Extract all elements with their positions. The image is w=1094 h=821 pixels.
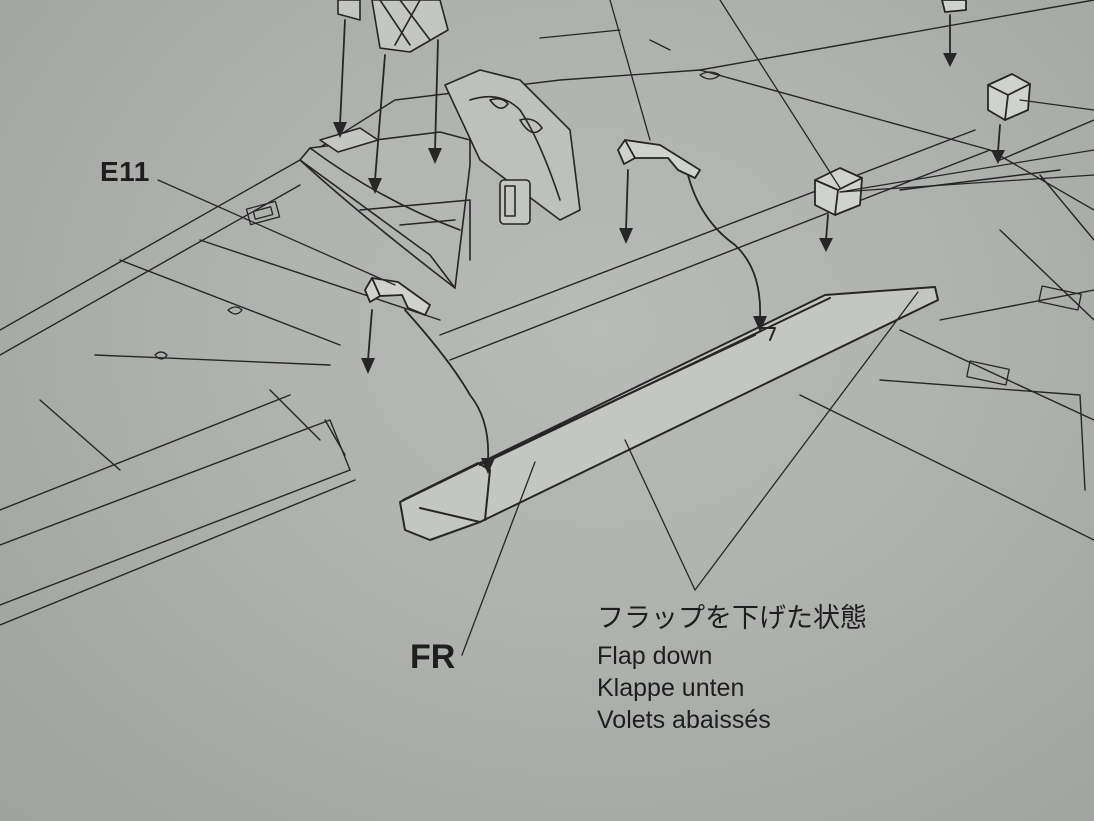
hinge-part-boxes bbox=[814, 0, 1031, 216]
note-german: Klappe unten bbox=[597, 674, 745, 702]
panel-details bbox=[154, 29, 1082, 386]
note-english: Flap down bbox=[597, 642, 713, 670]
part-label-e11: E11 bbox=[100, 156, 150, 187]
hinge-part-e11-right bbox=[617, 139, 701, 179]
assembly-arrows bbox=[339, 14, 1001, 461]
flap-part-fr bbox=[399, 286, 939, 541]
part-label-fr: FR bbox=[410, 638, 456, 676]
leader-lines bbox=[157, 0, 1094, 656]
wing-panel-lines bbox=[0, 0, 1094, 626]
arrow-heads bbox=[333, 53, 1005, 474]
note-japanese: フラップを下げた状態 bbox=[597, 603, 867, 634]
hinge-part-e11-left bbox=[364, 277, 431, 316]
seat-frame-part bbox=[337, 0, 449, 53]
cockpit-assembly bbox=[299, 69, 581, 289]
note-french: Volets abaissés bbox=[597, 706, 771, 734]
